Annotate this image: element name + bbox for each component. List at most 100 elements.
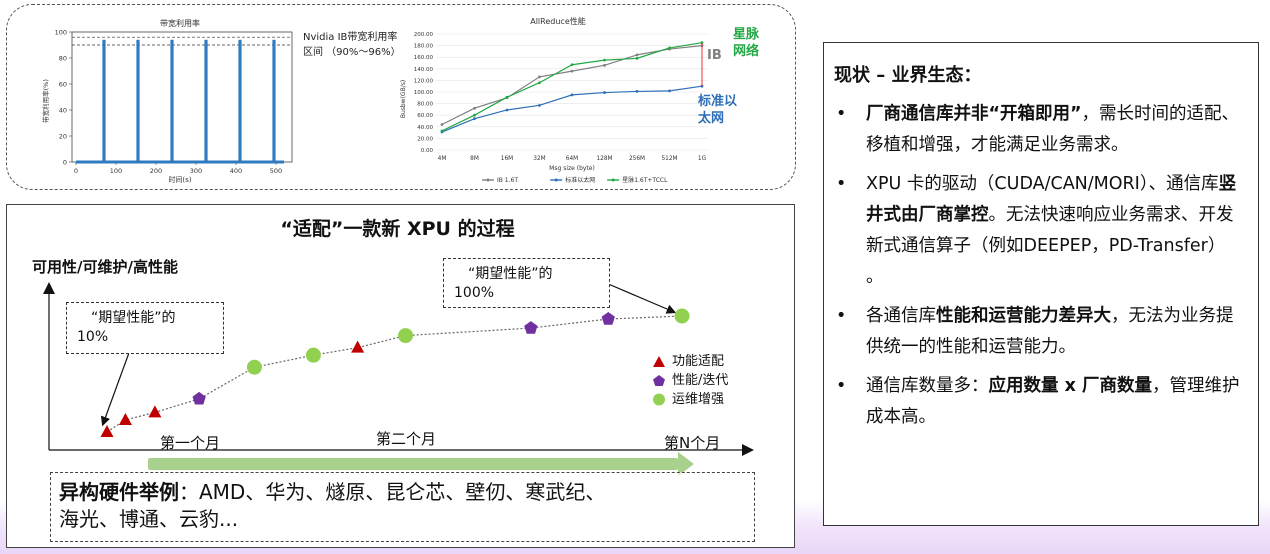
legend-adapt-label: 功能适配 xyxy=(672,354,725,369)
ar-series-point xyxy=(635,90,639,93)
ar-series-point xyxy=(635,53,639,57)
ar-y-tick-label: 120.00 xyxy=(414,78,434,84)
ar-series-point xyxy=(570,63,574,67)
perf-pentagon-marker xyxy=(524,321,538,334)
progress-curve xyxy=(106,315,683,433)
ar-y-tick-label: 20.00 xyxy=(417,136,433,142)
month-label-second: 第二个月 xyxy=(376,430,437,448)
bw-x-tick-label: 100 xyxy=(110,167,122,175)
bw-x-tick-label: 0 xyxy=(74,167,78,175)
ar-x-tick-label: 128M xyxy=(596,156,612,162)
month-label-nth: 第N个月 xyxy=(664,434,721,452)
bw-x-tick-label: 400 xyxy=(230,167,242,175)
ar-y-tick-label: 60.00 xyxy=(417,113,433,119)
ar-y-tick-label: 40.00 xyxy=(417,125,433,131)
adaptation-title: “适配”一款新 XPU 的过程 xyxy=(280,218,515,240)
allreduce-performance-chart: AllReduce性能 0.0020.0040.0060.0080.00100.… xyxy=(400,16,760,184)
bw-y-axis-label: 带宽利用率(%) xyxy=(41,79,50,123)
bw-y-tick-label: 100 xyxy=(55,29,67,37)
circle-icon xyxy=(653,393,665,406)
callout-expected-10: “期望性能”的 10% xyxy=(66,302,224,354)
ar-series-point xyxy=(603,91,606,94)
ar-series-point xyxy=(668,89,671,93)
legend-ops: 运维增强 xyxy=(650,390,728,409)
ar-series-point xyxy=(570,93,574,97)
status-item-3-pre: 各通信库 xyxy=(866,306,936,326)
bw-burst-bar xyxy=(238,39,242,162)
ar-legend-label: IB 1.6T xyxy=(497,177,518,184)
ar-legend-label: 星脉1.6T+TCCL xyxy=(622,176,668,184)
ar-y-tick-label: 160.00 xyxy=(414,55,434,61)
ar-series-point xyxy=(538,103,541,107)
month-label-first: 第一个月 xyxy=(160,434,221,452)
ar-x-tick-label: 8M xyxy=(470,156,479,162)
hardware-label: 异构硬件举例 xyxy=(59,480,179,504)
status-item-2-pre: XPU 卡的驱动（CUDA/CAN/MORI）、通信库 xyxy=(866,174,1219,194)
ann-ib: IB xyxy=(707,48,722,63)
ar-x-tick-label: 4M xyxy=(438,156,447,162)
ops-circle-marker xyxy=(398,328,414,344)
callout-expected-100: “期望性能”的 100% xyxy=(443,258,610,308)
legend-adapt: 功能适配 xyxy=(650,352,728,371)
ann-std-ethernet-line1: 标准以 xyxy=(697,93,737,109)
ar-series-point xyxy=(505,108,509,112)
ar-series-point xyxy=(473,106,476,110)
callout-left-arrow xyxy=(100,349,131,427)
ar-y-tick-label: 180.00 xyxy=(414,44,434,50)
perf-pentagon-marker xyxy=(601,312,615,325)
bw-y-tick-label: 40 xyxy=(59,107,67,115)
status-item-2-bold: 竖井式由厂商掌控 xyxy=(866,174,1237,225)
ar-series-point xyxy=(668,46,671,50)
bw-y-tick-label: 80 xyxy=(59,55,67,63)
status-item-3-bold: 性能和运营能力差异大 xyxy=(936,306,1111,326)
legend-perf-label: 性能/迭代 xyxy=(672,373,729,388)
bw-annotation-line2: 区间 （90%～96%） xyxy=(303,47,401,58)
bw-y-tick-label: 20 xyxy=(59,133,67,141)
status-item-4-pre: 通信库数量多： xyxy=(866,376,989,396)
ar-series-point xyxy=(603,58,606,62)
status-item-4-bold: 应用数量 x 厂商数量 xyxy=(988,376,1152,396)
ar-series-point xyxy=(603,63,606,67)
ar-x-tick-label: 32M xyxy=(533,156,545,162)
ar-x-tick-label: 16M xyxy=(501,156,513,162)
ar-series-point xyxy=(473,113,476,117)
ar-series-point xyxy=(440,123,444,126)
bw-annotation: Nvidia IB带宽利用率 区间 （90%～96%） xyxy=(303,30,401,60)
ar-x-axis-label: Msg size (byte) xyxy=(549,165,595,172)
adapt-triangle-marker xyxy=(100,425,114,437)
ar-series-point xyxy=(570,69,574,73)
ann-std-ethernet-line2: 太网 xyxy=(697,110,724,126)
ar-series-point xyxy=(505,95,509,99)
ar-x-tick-label: 256M xyxy=(629,156,645,162)
triangle-icon xyxy=(653,356,665,367)
adapt-triangle-marker xyxy=(351,340,365,353)
ar-series-point xyxy=(538,75,541,79)
ar-x-tick-label: 1G xyxy=(698,156,707,162)
process-legend: 功能适配 性能/迭代 运维增强 xyxy=(650,352,728,409)
adaptation-y-axis-label: 可用性/可维护/高性能 xyxy=(32,258,178,276)
hardware-list-line1: ：AMD、华为、燧原、昆仑芯、壁仞、寒武纪、 xyxy=(179,480,606,504)
bw-burst-bar xyxy=(204,39,208,162)
bw-x-tick-label: 500 xyxy=(270,167,282,175)
adapt-triangle-marker xyxy=(118,412,132,425)
ar-x-tick-label: 512M xyxy=(661,156,677,162)
timeline-arrow-head xyxy=(678,452,694,476)
bullet-icon: • xyxy=(836,174,847,194)
adapt-triangle-marker xyxy=(148,405,162,418)
ann-xingmai-line2: 网络 xyxy=(733,43,759,59)
bw-y-tick-label: 60 xyxy=(59,81,67,89)
bw-x-tick-label: 200 xyxy=(150,167,162,175)
bw-chart-title: 带宽利用率 xyxy=(160,18,200,28)
ar-legend-swatch-dot xyxy=(611,178,615,182)
legend-perf: 性能/迭代 xyxy=(650,371,728,390)
ar-series-point xyxy=(700,84,704,88)
ann-xingmai-line1: 星脉 xyxy=(733,26,760,42)
status-item-2-rest: 。无法快速响应业务需求、开发新式通信算子（例如DEEPEP，PD-Transfe… xyxy=(866,205,1234,287)
ops-circle-marker xyxy=(674,308,690,324)
status-list: • 厂商通信库并非“开箱即用”，需长时间的适配、移植和增强，才能满足业务需求。 … xyxy=(824,99,1260,441)
ar-series-point xyxy=(473,117,476,121)
status-item-1: • 厂商通信库并非“开箱即用”，需长时间的适配、移植和增强，才能满足业务需求。 xyxy=(824,99,1260,161)
ar-legend-label: 标准以太网 xyxy=(565,176,595,184)
status-item-4-rest: ，管理维护成本高。 xyxy=(866,376,1240,427)
ar-y-tick-label: 0.00 xyxy=(421,148,434,154)
